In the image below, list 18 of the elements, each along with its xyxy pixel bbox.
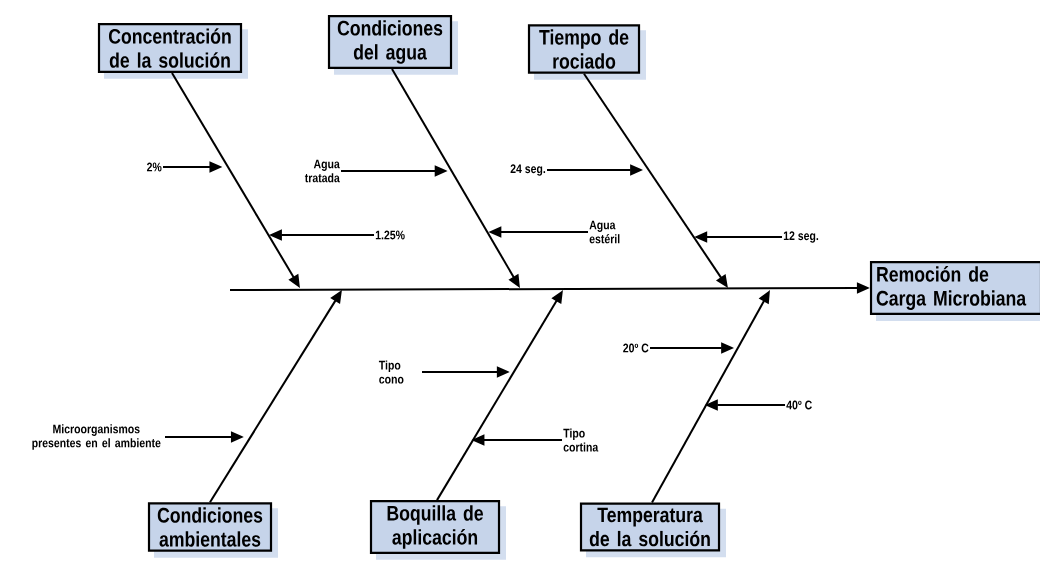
cause-label: 24 seg. <box>510 164 546 176</box>
category-box: Condiciones ambientales <box>147 502 278 558</box>
effect-box: Remoción de Carga Microbiana <box>869 260 1040 321</box>
category-box: Concentración de la solución <box>97 23 248 79</box>
cause-label: Agua estéril <box>589 220 620 244</box>
cause-label: Tipo cortina <box>563 428 599 452</box>
cause-label: 12 seg. <box>783 231 819 243</box>
cause-label: 20º C <box>623 343 649 353</box>
cause-label: 1.25% <box>375 230 405 240</box>
category-box: Boquilla de aplicación <box>369 500 506 560</box>
cause-label: 40º C <box>786 400 812 410</box>
cause-label: Tipo cono <box>378 360 404 384</box>
category-box: Condiciones del agua <box>327 15 458 75</box>
cause-label: Agua tratada <box>304 159 340 183</box>
category-box: Tiempo de rociado <box>527 24 646 80</box>
cause-label: 2% <box>147 162 162 172</box>
category-box: Temperatura de la solución <box>579 502 726 558</box>
cause-label: Microorganismos presentes en el ambiente <box>32 424 161 450</box>
